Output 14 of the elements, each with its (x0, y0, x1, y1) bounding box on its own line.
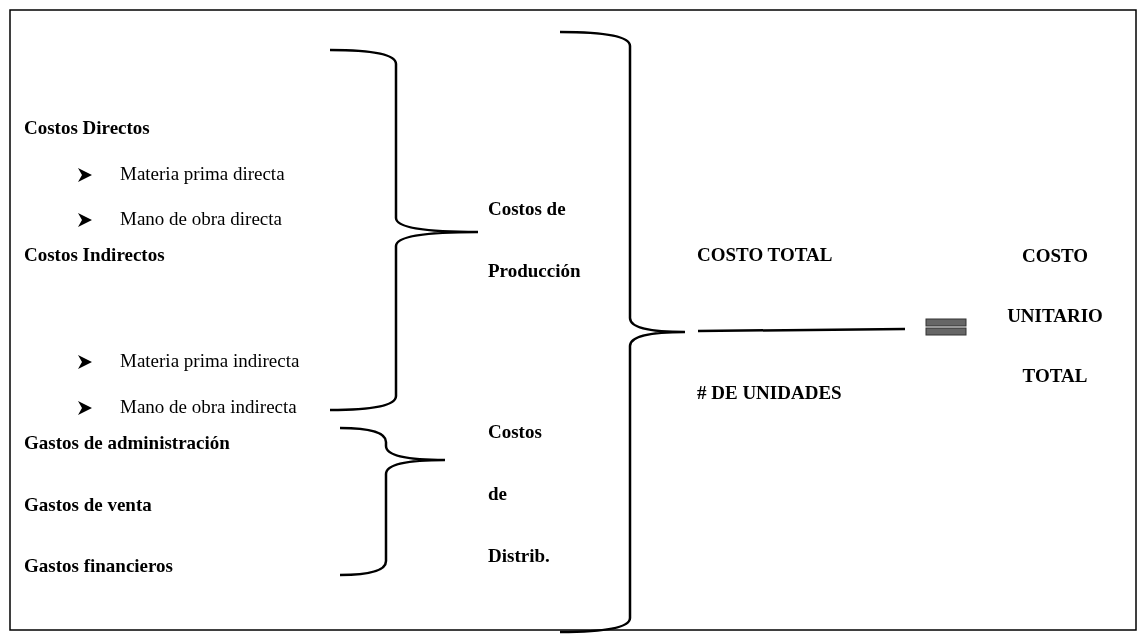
heading-text: # DE UNIDADES (697, 382, 842, 404)
bullet-item-text: Materia prima indirecta (120, 350, 300, 372)
block-label: COSTO UNITARIO TOTAL (1006, 244, 1104, 388)
block-label: Costos de Producción (488, 197, 582, 283)
heading-text: Gastos de venta (24, 494, 152, 516)
heading-text: Gastos financieros (24, 555, 173, 577)
block-label: Costos de Distrib. (488, 420, 548, 568)
heading-text: COSTO TOTAL (697, 244, 833, 266)
bullet-item-text: Mano de obra indirecta (120, 396, 297, 418)
heading-text: Costos Directos (24, 117, 150, 139)
heading-text: Gastos de administración (24, 432, 230, 454)
bullet-item-text: Mano de obra directa (120, 208, 282, 230)
bullet-item-text: Materia prima directa (120, 163, 285, 185)
heading-text: Costos Indirectos (24, 244, 165, 266)
